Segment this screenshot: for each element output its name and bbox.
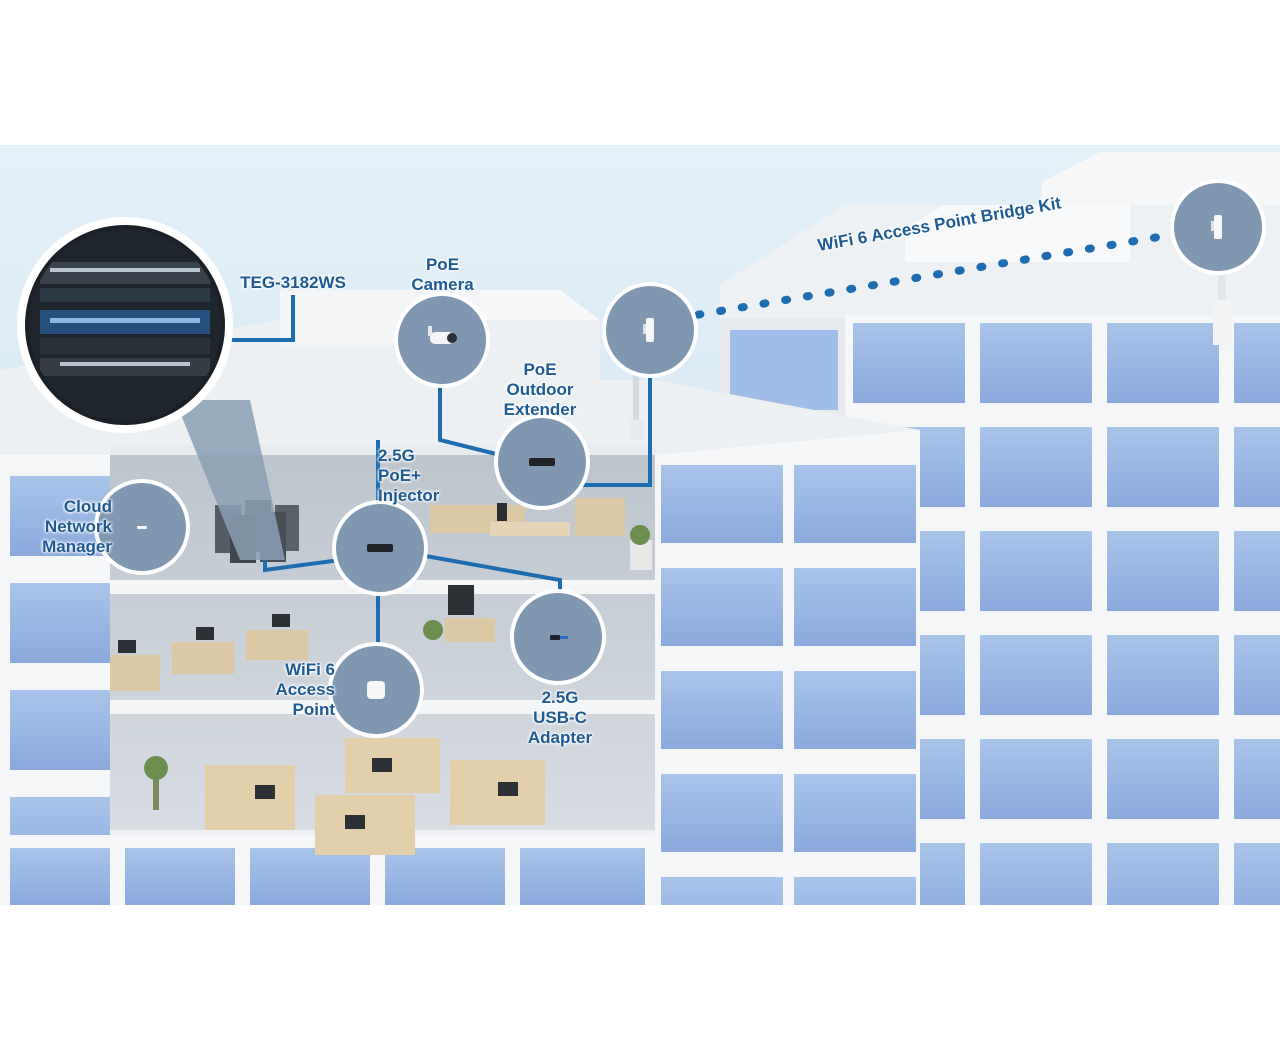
link-camera-to-extender	[438, 385, 501, 457]
label-usb-adapter-line-1: 2.5G	[541, 688, 579, 707]
label-cloud-line-2: Network	[44, 517, 112, 536]
badge-camera	[394, 292, 490, 388]
label-switch-line-1: TEG-3182WS	[240, 273, 346, 292]
label-access-point-line-1: WiFi 6	[285, 660, 335, 679]
open-workspace	[144, 738, 545, 855]
conference-room	[430, 498, 652, 570]
badge-bridge-a	[602, 282, 698, 378]
network-switch-rack-icon	[50, 268, 200, 366]
bridge-mast-right	[1213, 268, 1231, 345]
bridge-mast-left	[630, 350, 644, 440]
label-injector-line-2: PoE+	[378, 466, 421, 485]
switch-callout	[17, 217, 285, 560]
label-cloud-line-1: Cloud	[63, 497, 112, 516]
badge-bridge-b	[1170, 179, 1266, 275]
ceiling-access-point-icon	[367, 681, 385, 699]
label-access-point-line-2: Access	[275, 680, 335, 699]
link-switch-to-callout	[215, 295, 295, 342]
badge-extender	[494, 414, 590, 510]
label-usb-adapter-line-3: Adapter	[527, 728, 593, 747]
badge-cloud	[94, 479, 190, 575]
label-extender-line-1: PoE	[523, 360, 557, 379]
link-extender-to-bridge	[580, 345, 652, 487]
label-injector-line-1: 2.5G	[378, 446, 415, 465]
badge-usb-adapter	[510, 589, 606, 685]
label-switch: TEG-3182WS	[228, 273, 358, 293]
wireless-bridge-link	[651, 224, 1216, 326]
office-desks	[110, 585, 495, 691]
label-camera-line-2: Camera	[411, 275, 474, 294]
label-injector-line-3: Injector	[378, 486, 440, 505]
label-extender-line-3: Extender	[503, 400, 577, 419]
outdoor-bridge-icon	[1211, 215, 1222, 239]
label-extender-line-2: Outdoor	[506, 380, 574, 399]
outdoor-bridge-icon	[643, 318, 654, 342]
usb-c-adapter-icon	[550, 635, 568, 640]
poe-injector-icon	[367, 544, 393, 552]
left-facade	[0, 455, 110, 905]
label-camera-line-1: PoE	[425, 255, 460, 274]
label-usb-adapter-line-2: USB-C	[533, 708, 587, 727]
label-cloud-line-3: Manager	[42, 537, 112, 556]
badge-injector	[332, 500, 428, 596]
label-access-point-line-3: Point	[292, 700, 336, 719]
cloud-manager-icon	[137, 526, 147, 529]
poe-extender-icon	[529, 458, 555, 466]
badge-access-point	[328, 642, 424, 738]
bullet-camera-icon	[428, 326, 457, 344]
middle-building	[655, 430, 920, 905]
